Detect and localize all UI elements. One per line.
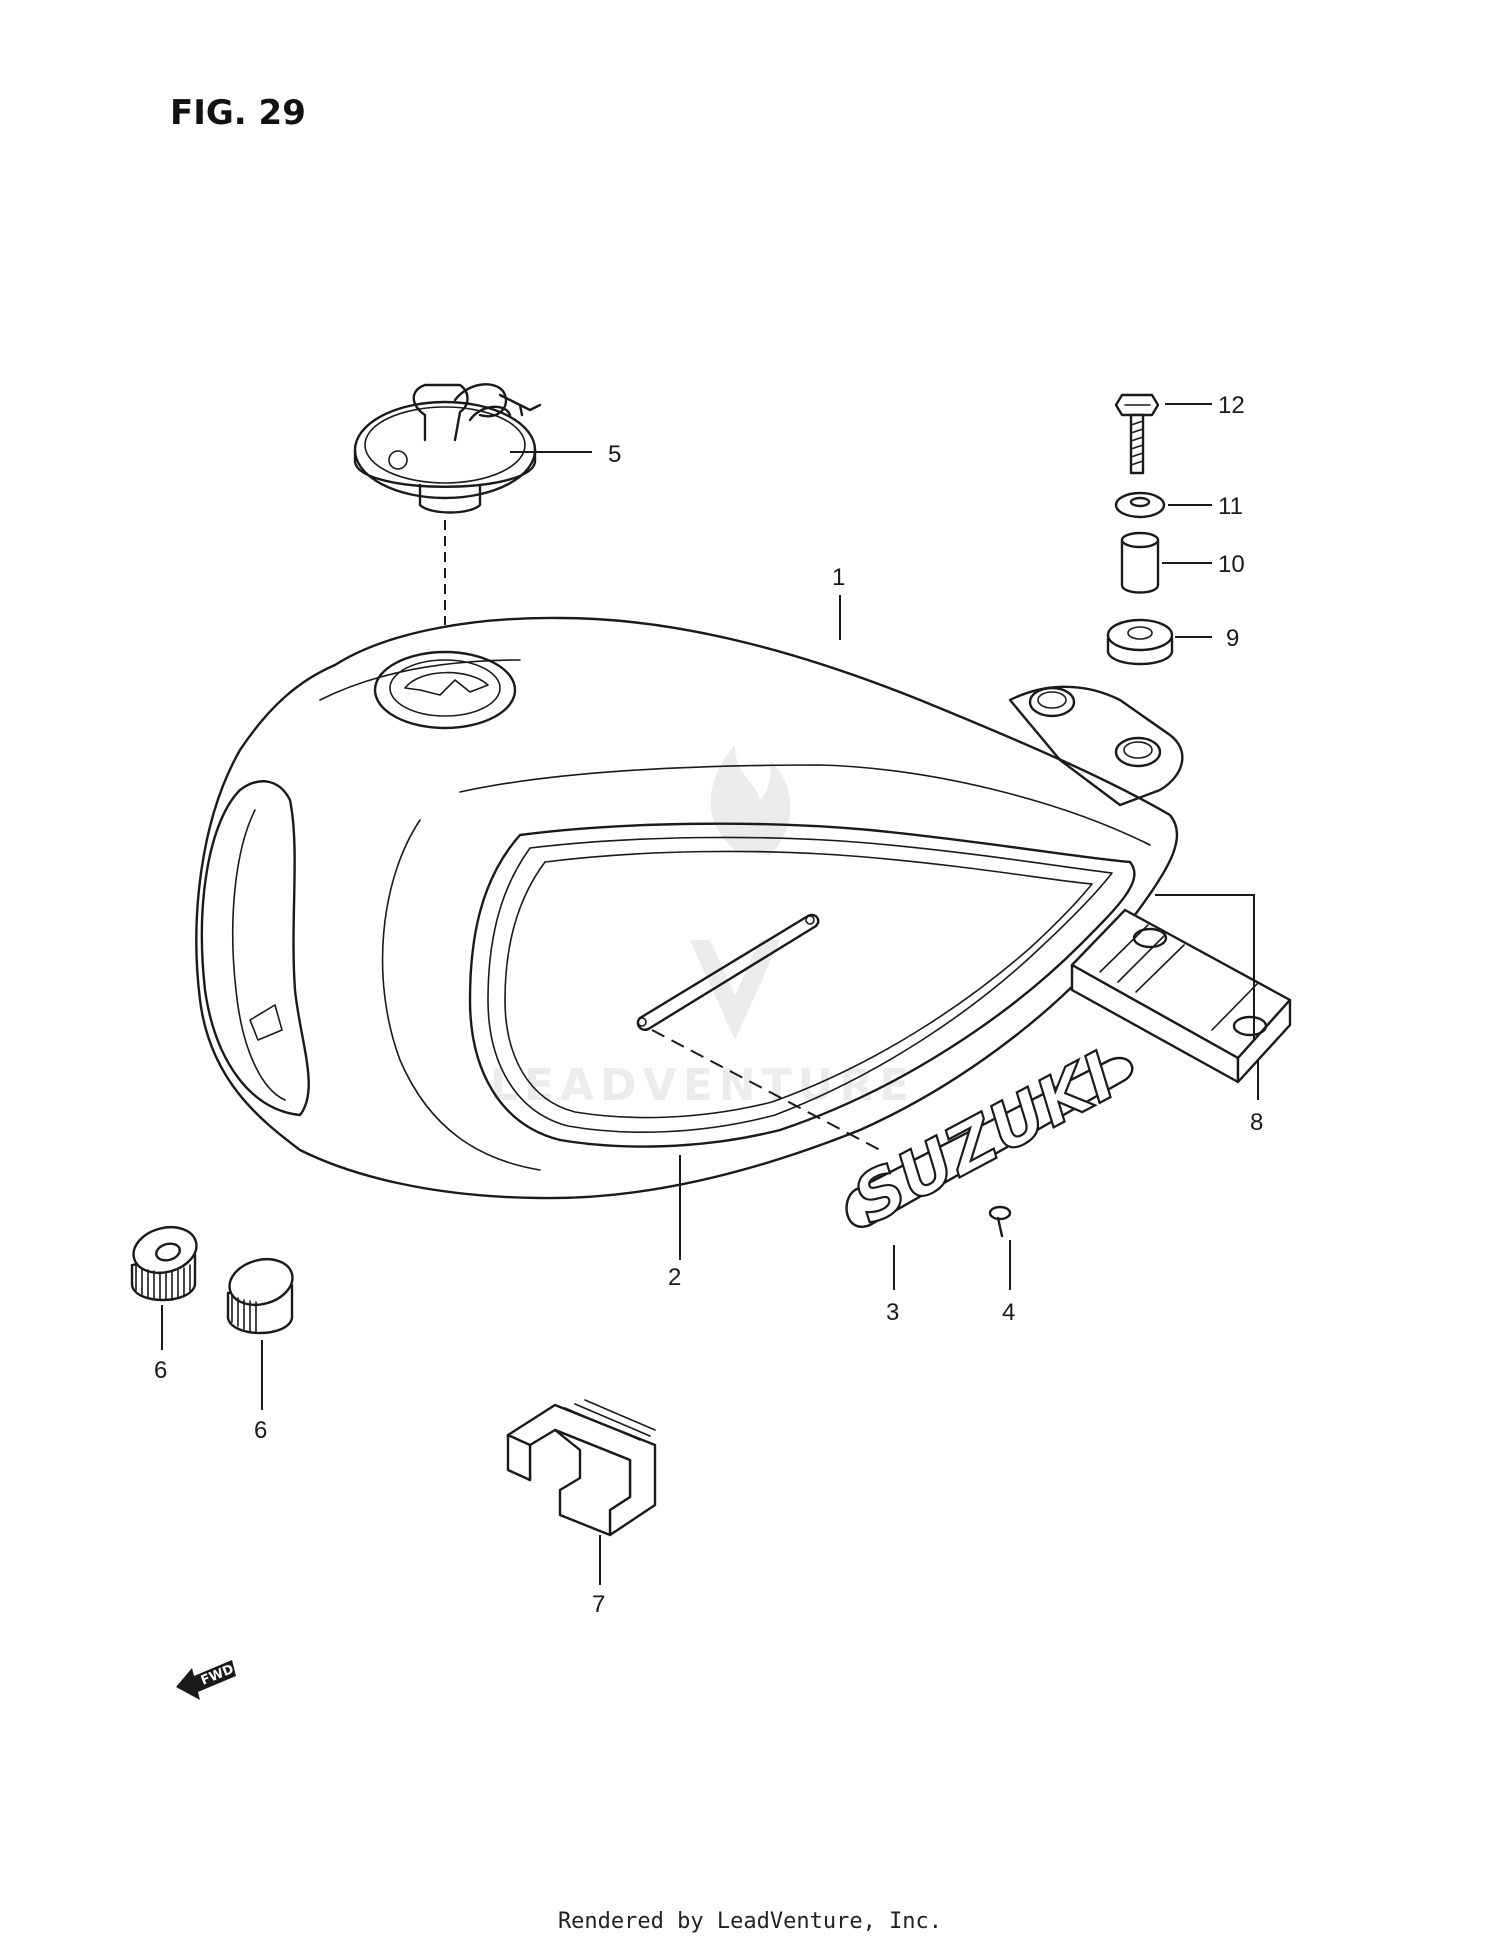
fwd-label: FWD	[199, 1662, 236, 1689]
callout-3: 3	[886, 1299, 899, 1326]
watermark-logo	[690, 745, 791, 1040]
bolt	[1114, 393, 1160, 475]
footer-credit: Rendered by LeadVenture, Inc.	[558, 1909, 942, 1934]
cushion	[1106, 618, 1174, 666]
front-cushion	[506, 1399, 657, 1537]
callout-labels: 1 2 3 4 5 6 6 7 8 9 10 11 12	[154, 392, 1263, 1618]
callout-2: 2	[668, 1264, 681, 1291]
cap-right	[226, 1257, 294, 1335]
callout-11: 11	[1218, 493, 1243, 520]
leader-lines	[161, 403, 1259, 1585]
collar	[1120, 531, 1160, 594]
rear-cushion	[1070, 908, 1292, 1084]
callout-6-right: 6	[254, 1417, 267, 1444]
fuel-tank	[195, 616, 1184, 1200]
callout-4: 4	[1002, 1299, 1015, 1326]
fuel-cap	[353, 383, 542, 514]
callout-8: 8	[1250, 1109, 1263, 1136]
washer	[1114, 491, 1166, 519]
forward-arrow-icon	[176, 1660, 236, 1700]
fwd-marker: FWD	[176, 1660, 236, 1700]
callout-7: 7	[592, 1591, 605, 1618]
screw	[988, 1205, 1012, 1238]
callout-5: 5	[608, 441, 621, 468]
callout-9: 9	[1226, 625, 1239, 652]
watermark: LEADVENTURE	[490, 745, 915, 1111]
watermark-text: LEADVENTURE	[490, 1060, 915, 1111]
callout-10: 10	[1218, 551, 1245, 578]
cap-left	[130, 1225, 198, 1302]
callout-12: 12	[1218, 392, 1245, 419]
callout-6-left: 6	[154, 1357, 167, 1384]
callout-1: 1	[832, 564, 845, 591]
figure-title: FIG. 29	[170, 93, 306, 133]
